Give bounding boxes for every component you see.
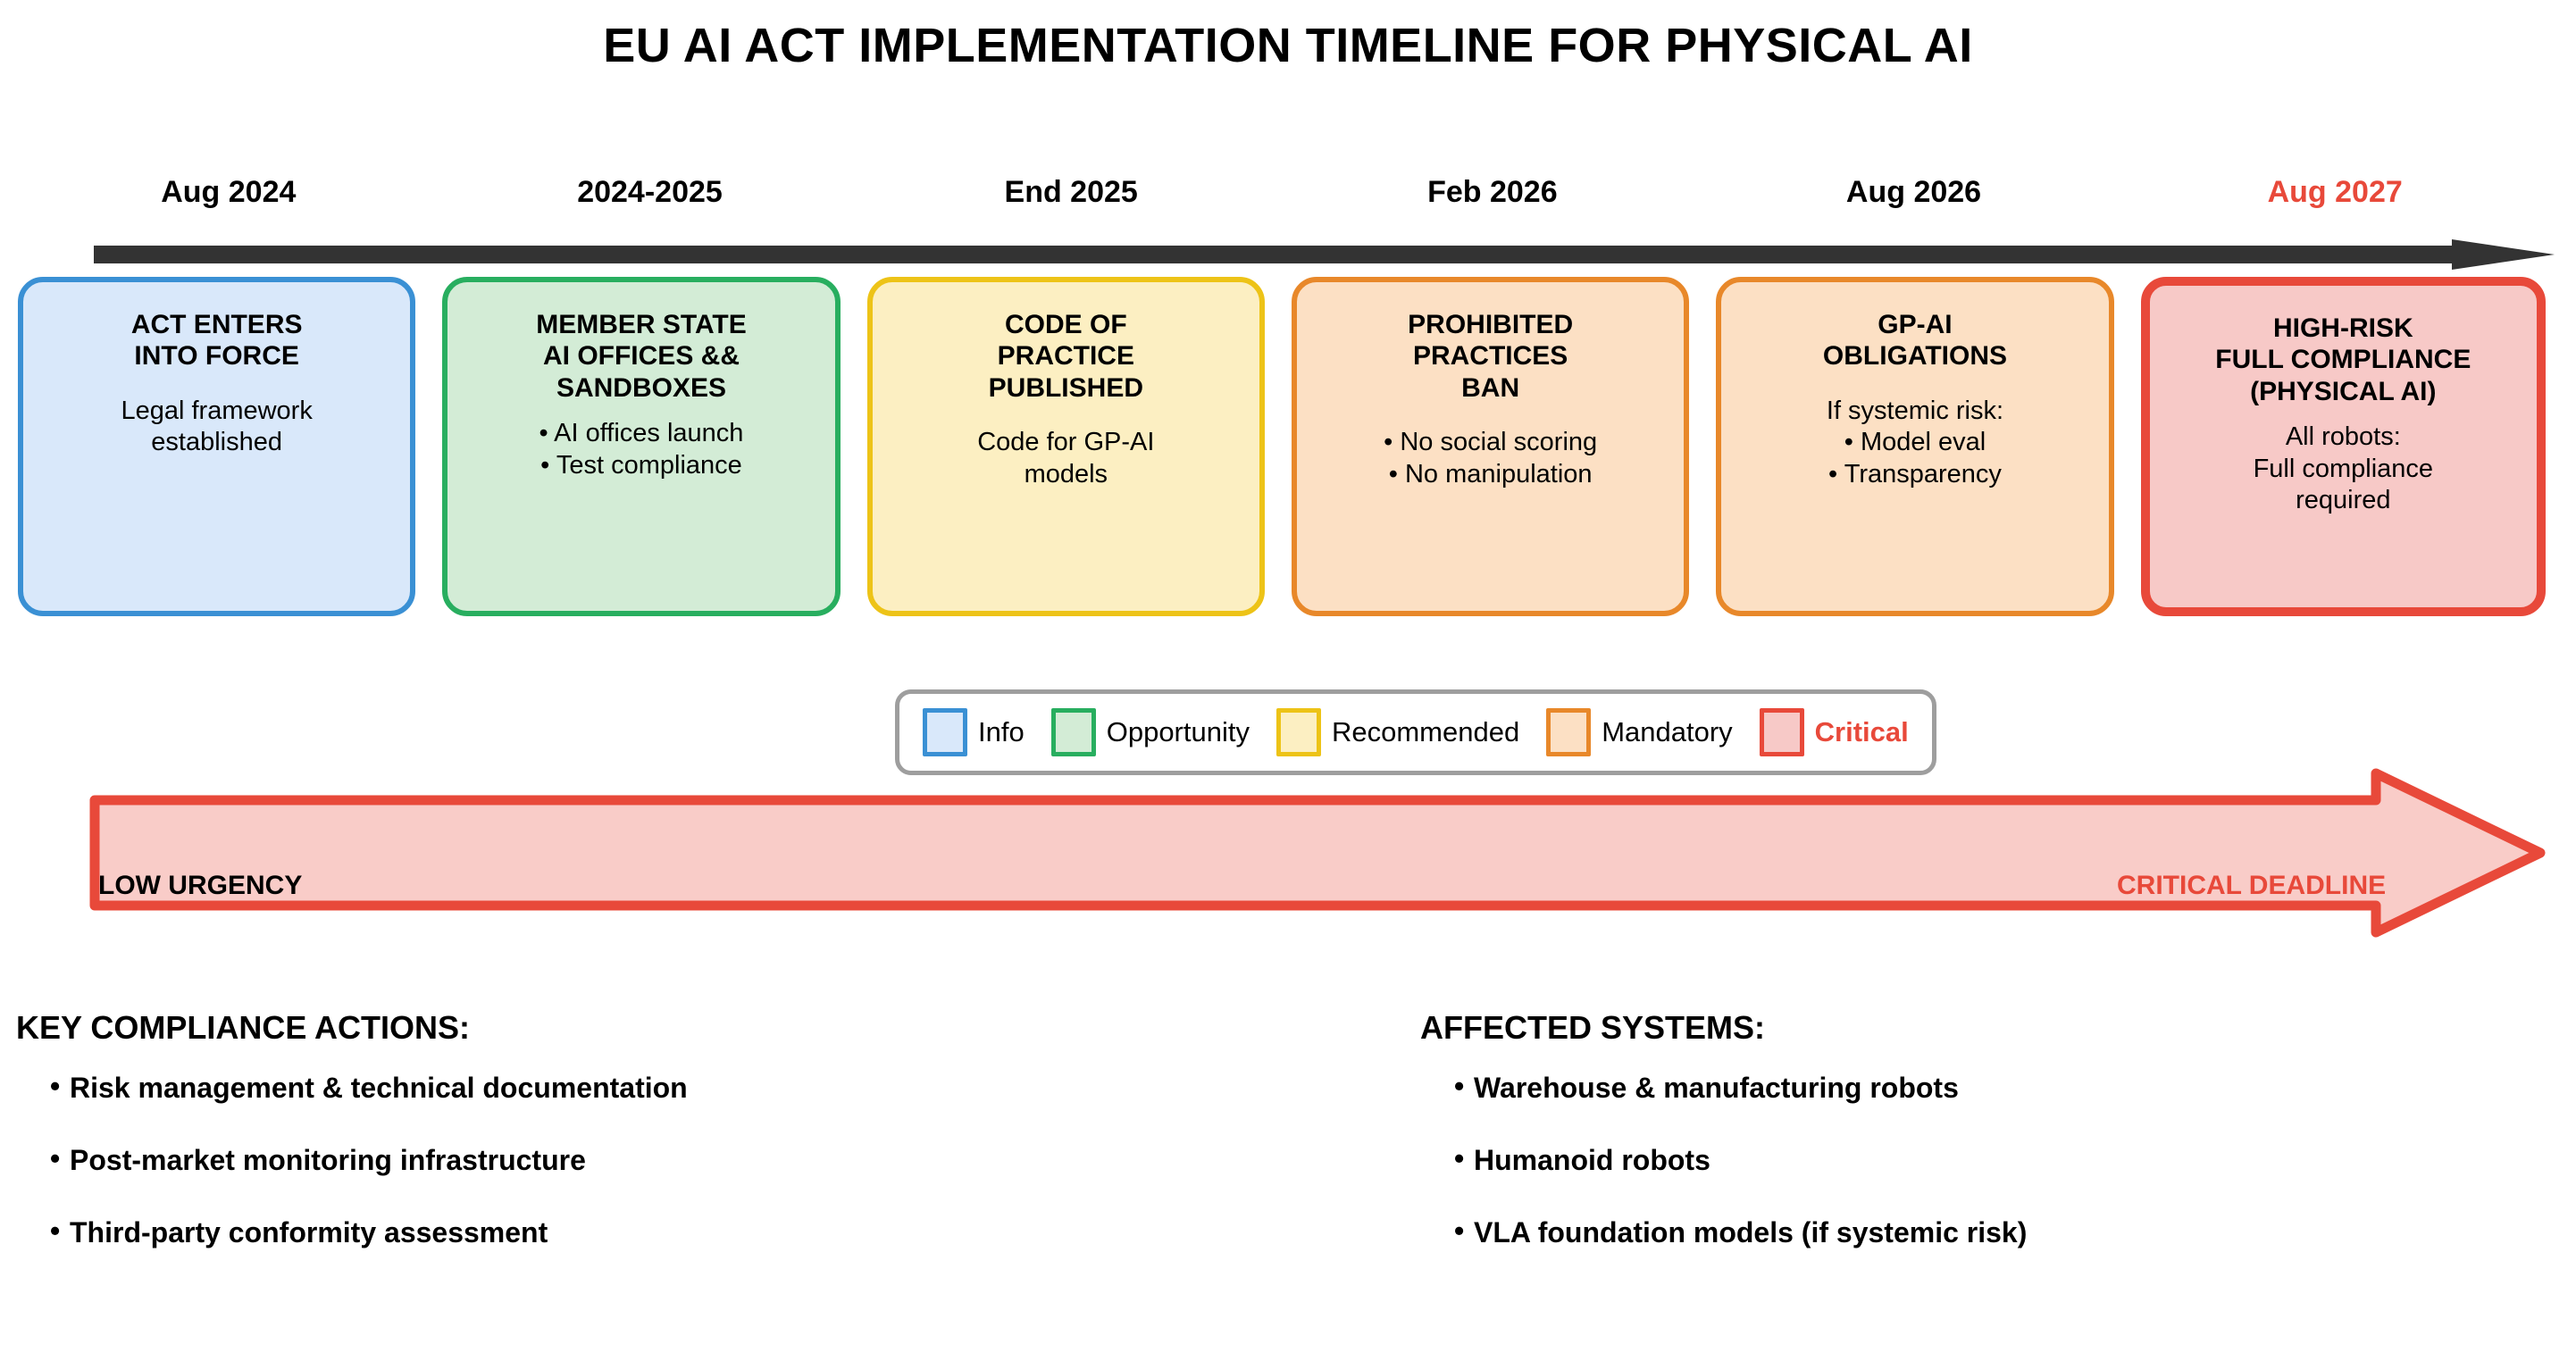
- timeline-date-1: 2024-2025: [577, 175, 723, 209]
- legend-label: Info: [978, 716, 1025, 747]
- milestone-card-code-of-practice-published[interactable]: CODE OF PRACTICE PUBLISHED Code for GP-A…: [866, 277, 1265, 616]
- milestone-body: • No social scoring • No manipulation: [1384, 428, 1598, 488]
- milestone-card-member-state-ai-offices-sandboxes[interactable]: MEMBER STATE AI OFFICES && SANDBOXES • A…: [442, 277, 841, 616]
- list-item: Post-market monitoring infrastructure: [16, 1142, 1213, 1177]
- list-item: Humanoid robots: [1420, 1142, 2576, 1177]
- legend-label: Mandatory: [1602, 716, 1733, 747]
- legend-swatch-info-icon: [923, 708, 967, 756]
- timeline-date-3: Feb 2026: [1427, 175, 1558, 209]
- legend-swatch-recommended-icon: [1275, 708, 1321, 756]
- milestone-card-high-risk-full-compliance[interactable]: HIGH-RISK FULL COMPLIANCE (PHYSICAL AI) …: [2140, 277, 2546, 616]
- milestone-title: HIGH-RISK FULL COMPLIANCE (PHYSICAL AI): [2215, 313, 2471, 406]
- milestone-card-prohibited-practices-ban[interactable]: PROHIBITED PRACTICES BAN • No social sco…: [1291, 277, 1690, 616]
- affected-systems-list: Warehouse & manufacturing robots Humanoi…: [1420, 1070, 2576, 1249]
- timeline-date-2: End 2025: [1004, 175, 1138, 209]
- legend-item-recommended[interactable]: Recommended: [1275, 708, 1520, 756]
- list-item: Third-party conformity assessment: [16, 1215, 1213, 1249]
- milestone-card-gp-ai-obligations[interactable]: GP-AI OBLIGATIONS If systemic risk: • Mo…: [1716, 277, 2114, 616]
- milestone-title: ACT ENTERS INTO FORCE: [130, 310, 303, 372]
- timeline-arrow-icon: [94, 239, 2555, 270]
- milestone-title: GP-AI OBLIGATIONS: [1822, 310, 2008, 372]
- milestone-title: CODE OF PRACTICE PUBLISHED: [988, 310, 1143, 403]
- section-heading: KEY COMPLIANCE ACTIONS:: [16, 1009, 471, 1046]
- milestone-body: • AI offices launch • Test compliance: [539, 419, 744, 480]
- milestone-card-act-enters-into-force[interactable]: ACT ENTERS INTO FORCE Legal framework es…: [18, 277, 416, 616]
- milestone-body: Legal framework established: [121, 396, 313, 457]
- milestone-body: If systemic risk: • Model eval • Transpa…: [1826, 396, 2004, 488]
- legend-item-opportunity[interactable]: Opportunity: [1050, 708, 1250, 756]
- legend-label: Opportunity: [1106, 716, 1250, 747]
- section-heading: AFFECTED SYSTEMS:: [1420, 1009, 1766, 1046]
- urgency-critical-label: CRITICAL DEADLINE: [2117, 871, 2387, 900]
- legend-item-critical[interactable]: Critical: [1759, 708, 1909, 756]
- milestone-title: MEMBER STATE AI OFFICES && SANDBOXES: [536, 310, 747, 403]
- timeline-date-4: Aug 2026: [1845, 175, 1982, 209]
- list-item: Warehouse & manufacturing robots: [1420, 1070, 2576, 1105]
- list-item: Risk management & technical documentatio…: [16, 1070, 1213, 1105]
- legend-item-info[interactable]: Info: [923, 708, 1025, 756]
- affected-systems-section: AFFECTED SYSTEMS: Warehouse & manufactur…: [1420, 1009, 2576, 1289]
- legend-label: Recommended: [1331, 716, 1520, 747]
- timeline-date-0: Aug 2024: [161, 175, 297, 209]
- legend-label: Critical: [1814, 716, 1909, 747]
- legend-item-mandatory[interactable]: Mandatory: [1546, 708, 1733, 756]
- urgency-arrow-icon: [89, 768, 2546, 938]
- compliance-actions-list: Risk management & technical documentatio…: [16, 1070, 1213, 1249]
- milestone-cards: ACT ENTERS INTO FORCE Legal framework es…: [18, 277, 2546, 616]
- legend-swatch-opportunity-icon: [1050, 708, 1096, 756]
- key-compliance-actions-section: KEY COMPLIANCE ACTIONS: Risk management …: [16, 1009, 1213, 1289]
- timeline-date-5: Aug 2027: [2267, 175, 2403, 209]
- legend: Info Opportunity Recommended Mandatory C…: [895, 689, 1936, 775]
- milestone-title: PROHIBITED PRACTICES BAN: [1408, 310, 1574, 403]
- urgency-low-label: LOW URGENCY: [98, 871, 303, 900]
- timeline-date-labels: Aug 2024 2024-2025 End 2025 Feb 2026 Aug…: [18, 175, 2546, 221]
- milestone-body: All robots: Full compliance required: [2253, 422, 2434, 514]
- legend-swatch-mandatory-icon: [1546, 708, 1592, 756]
- milestone-body: Code for GP-AI models: [977, 428, 1155, 488]
- list-item: VLA foundation models (if systemic risk): [1420, 1215, 2576, 1249]
- legend-swatch-critical-icon: [1759, 708, 1804, 756]
- page-title: EU AI ACT IMPLEMENTATION TIMELINE FOR PH…: [603, 19, 1973, 72]
